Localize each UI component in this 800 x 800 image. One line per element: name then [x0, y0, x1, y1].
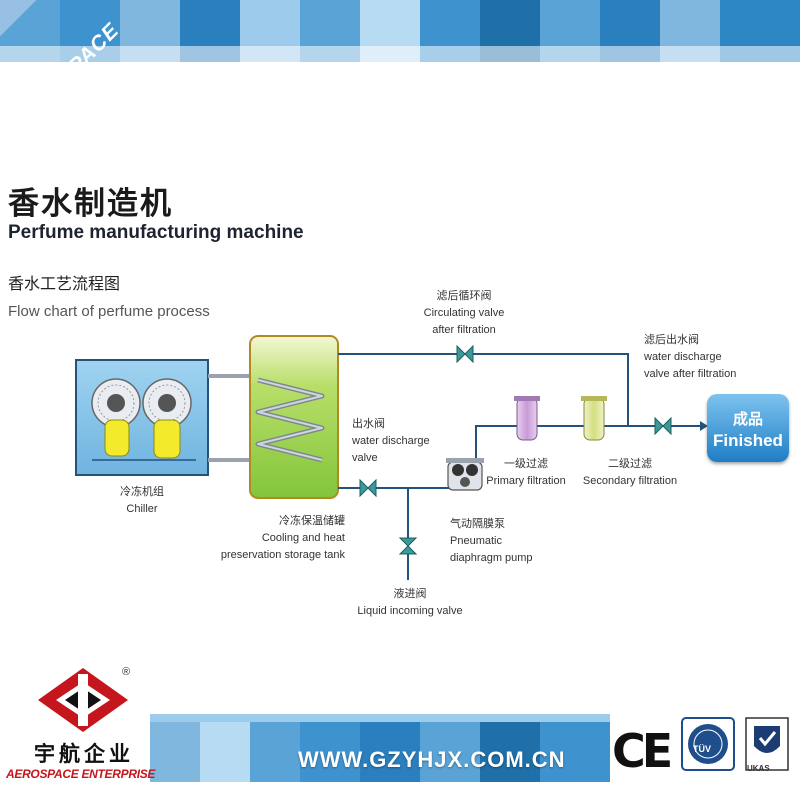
- chiller-label: 冷冻机组 Chiller: [120, 486, 164, 515]
- primary-filter-icon: [514, 396, 540, 441]
- diagram-subtitle-en: Flow chart of perfume process: [8, 303, 210, 320]
- page-title-cn: 香水制造机: [8, 186, 173, 221]
- finished-label-cn: 成品: [732, 411, 763, 428]
- footer-tiles: [150, 714, 610, 782]
- top-banner-tiles: [0, 0, 800, 62]
- finished-product-box: 成品 Finished: [707, 394, 789, 462]
- diagram-subtitle-cn: 香水工艺流程图: [8, 276, 121, 293]
- secondary-filter-icon: [581, 396, 607, 441]
- water-discharge-valve-icon: [359, 478, 377, 498]
- tuv-label: TÜV: [693, 744, 711, 754]
- website-link[interactable]: WWW.GZYHJX.COM.CN: [298, 747, 566, 772]
- liquid-valve-label: 液进阀 Liquid incoming valve: [357, 588, 463, 617]
- tank-label: 冷冻保温储罐 Cooling and heat preservation sto…: [220, 515, 345, 561]
- primary-filter-label: 一级过滤 Primary filtration: [486, 458, 566, 487]
- finished-label-en: Finished: [713, 431, 783, 450]
- process-piping: [338, 353, 706, 580]
- discharge-valve-after-icon: [654, 416, 672, 436]
- company-logo: [38, 668, 128, 732]
- company-name-en: AEROSPACE ENTERPRISE: [6, 767, 156, 781]
- flow-arrowhead: [700, 421, 708, 431]
- storage-tank: [249, 335, 339, 499]
- liquid-incoming-valve-icon: [398, 537, 418, 555]
- registered-mark: ®: [122, 666, 131, 678]
- top-banner: [0, 0, 800, 62]
- ce-mark: CE: [612, 724, 673, 778]
- company-name-cn: 宇航企业: [34, 743, 134, 766]
- discharge-after-label: 滤后出水阀 water discharge valve after filtra…: [644, 334, 737, 380]
- diaphragm-pump-icon: [446, 458, 484, 491]
- circulating-valve-icon: [456, 344, 474, 364]
- water-discharge-label: 出水阀 water discharge valve: [352, 418, 430, 464]
- ukas-badge-icon: [745, 717, 789, 771]
- pump-label: 气动隔膜泵 Pneumatic diaphragm pump: [450, 518, 533, 564]
- secondary-filter-label: 二级过滤 Secondary filtration: [582, 458, 678, 487]
- ukas-label: UKAS: [747, 764, 770, 773]
- footer-banner: [0, 706, 800, 800]
- circulating-valve-label: 滤后循环阀 Circulating valve after filtration: [423, 290, 505, 336]
- tuv-badge-icon: [681, 717, 735, 771]
- chiller-unit: [75, 359, 209, 476]
- page-title-en: Perfume manufacturing machine: [8, 222, 304, 243]
